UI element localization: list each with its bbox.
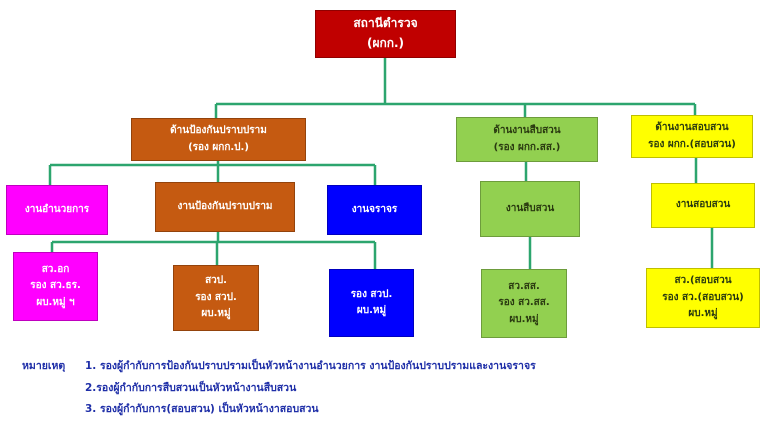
staff-line: สว.(สอบสวน bbox=[674, 275, 732, 287]
division-head: (รอง ผกก.สส.) bbox=[493, 141, 561, 153]
staff-line: รอง สว.(สอบสวน) bbox=[662, 291, 744, 303]
investigation-staff-box: สว.สส. รอง สว.สส. ผบ.หมู่ bbox=[481, 269, 567, 338]
division-head: รอง ผกก.(สอบสวน) bbox=[648, 138, 736, 150]
admin-staff-box: สว.อก รอง สว.ธร. ผบ.หมู่ ฯ bbox=[13, 252, 98, 321]
connector-prevention bbox=[48, 161, 377, 185]
division-head: (รอง ผกก.ป.) bbox=[188, 141, 249, 153]
staff-line: สวป. bbox=[205, 275, 227, 287]
inquiry-unit-box: งานสอบสวน bbox=[651, 183, 755, 228]
connector-investigation bbox=[524, 162, 532, 269]
staff-line: รอง สวป. bbox=[195, 291, 237, 303]
unit-label: งานจราจร bbox=[351, 203, 398, 215]
police-station-box: สถานีตำรวจ (ผกก.) bbox=[315, 10, 456, 58]
station-title: สถานีตำรวจ bbox=[353, 16, 418, 31]
notes-label: หมายเหตุ bbox=[22, 360, 66, 372]
staff-line: ผบ.หมู่ bbox=[688, 308, 718, 320]
investigation-unit-box: งานสืบสวน bbox=[480, 181, 580, 237]
prevention-division-box: ด้านป้องกันปราบปราม (รอง ผกก.ป.) bbox=[131, 118, 306, 161]
staff-line: สว.อก bbox=[41, 263, 70, 275]
division-title: ด้านป้องกันปราบปราม bbox=[170, 125, 267, 136]
suppression-unit-box: งานป้องกันปราบปราม bbox=[155, 182, 295, 232]
staff-line: สว.สส. bbox=[508, 280, 540, 292]
staff-line: รอง สว.ธร. bbox=[30, 280, 81, 292]
staff-line: รอง สวป. bbox=[350, 288, 393, 300]
staff-line: ผบ.หมู่ bbox=[201, 308, 231, 320]
note-item: 1. รองผู้กำกับการป้องกันปราบปรามเป็นหัวห… bbox=[85, 360, 536, 372]
note-item: 2.รองผู้กำกับการสืบสวนเป็นหัวหน้างานสืบส… bbox=[85, 381, 297, 394]
unit-label: งานป้องกันปราบปราม bbox=[177, 200, 273, 212]
division-title: ด้านงานสืบสวน bbox=[493, 125, 561, 136]
suppression-staff-box: สวป. รอง สวป. ผบ.หมู่ bbox=[173, 265, 259, 331]
connector-inquiry bbox=[694, 158, 714, 268]
traffic-staff-box: รอง สวป. ผบ.หมู่ bbox=[329, 269, 414, 337]
unit-label: งานอำนวยการ bbox=[24, 203, 90, 215]
staff-line: รอง สว.สส. bbox=[498, 297, 550, 309]
traffic-unit-box: งานจราจร bbox=[327, 185, 422, 235]
station-head: (ผกก.) bbox=[366, 36, 405, 50]
staff-line: ผบ.หมู่ ฯ bbox=[36, 296, 75, 308]
connector-prevention-staff bbox=[50, 232, 377, 269]
unit-label: งานสอบสวน bbox=[675, 199, 731, 211]
inquiry-staff-box: สว.(สอบสวน รอง สว.(สอบสวน) ผบ.หมู่ bbox=[646, 268, 760, 328]
investigation-division-box: ด้านงานสืบสวน (รอง ผกก.สส.) bbox=[456, 117, 598, 162]
connector-top bbox=[214, 58, 697, 118]
staff-line: ผบ.หมู่ bbox=[356, 305, 387, 316]
staff-line: ผบ.หมู่ bbox=[509, 313, 539, 325]
note-item: 3. รองผู้กำกับการ(สอบสวน) เป็นหัวหน้างาส… bbox=[85, 403, 319, 415]
admin-unit-box: งานอำนวยการ bbox=[6, 185, 108, 235]
unit-label: งานสืบสวน bbox=[505, 202, 555, 214]
inquiry-division-box: ด้านงานสอบสวน รอง ผกก.(สอบสวน) bbox=[631, 115, 753, 158]
division-title: ด้านงานสอบสวน bbox=[655, 122, 729, 133]
